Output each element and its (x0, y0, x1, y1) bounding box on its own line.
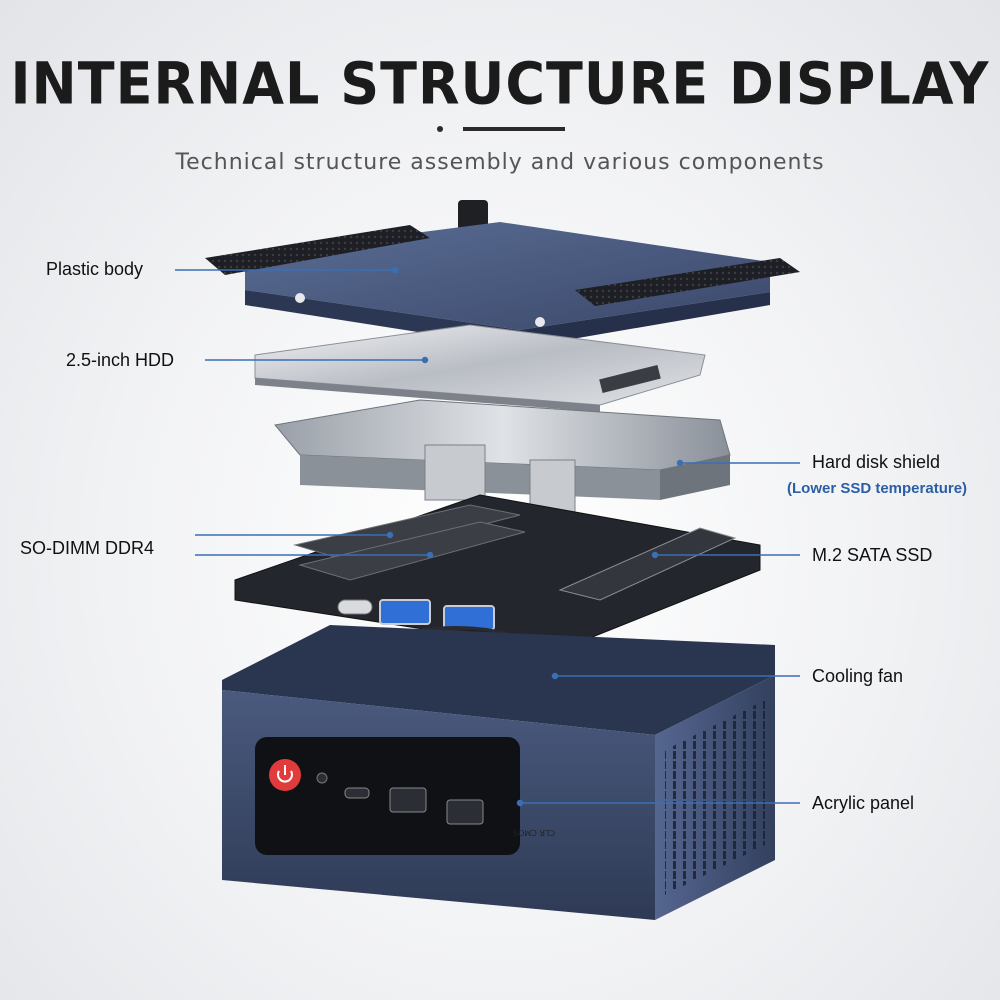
lid-right-edge (520, 292, 770, 348)
lid-top (245, 222, 770, 330)
lid-screw-hole-right (535, 317, 545, 327)
audio-jack (316, 772, 328, 784)
label-plastic-body: Plastic body (46, 259, 144, 279)
lid-screw-hole-left (295, 293, 305, 303)
divider-dot (437, 126, 443, 132)
case-part (222, 625, 775, 920)
usb-c-port (337, 599, 373, 615)
hard-disk-shield-part (274, 399, 731, 521)
label-ssd: M.2 SATA SSD (812, 545, 933, 565)
clr-cmos-marking: CLR CMOS (513, 828, 555, 837)
hdd-connector (599, 364, 661, 394)
ram-module-lower (298, 521, 526, 581)
lid-grip-right (575, 258, 800, 306)
label-hard-disk-shield: Hard disk shield (812, 452, 941, 472)
label-hdd: 2.5-inch HDD (66, 350, 175, 370)
shield-side (660, 455, 730, 500)
page-title: INTERNAL STRUCTURE DISPLAY (10, 49, 990, 118)
front-usb-c-port (344, 787, 370, 799)
leader-lines (175, 266, 800, 807)
plastic-body-part (205, 200, 800, 348)
case-side-vents (665, 700, 765, 895)
hdd-top (254, 324, 706, 406)
label-ram: SO-DIMM DDR4 (20, 538, 154, 558)
label-acrylic-panel: Acrylic panel (812, 793, 915, 813)
label-cooling-fan: Cooling fan (812, 666, 904, 686)
power-icon (277, 765, 293, 783)
lid-grip-left (205, 225, 430, 275)
page-subtitle: Technical structure assembly and various… (175, 150, 825, 175)
motherboard-part (234, 494, 761, 651)
acrylic-panel (255, 737, 520, 855)
front-usb-port-1 (389, 787, 427, 813)
label-shield-note: (Lower SSD temperature) (787, 480, 968, 497)
shield-bracket-left (424, 444, 486, 501)
hdd-edge (255, 378, 600, 412)
case-rim (222, 625, 775, 735)
divider-bar (463, 127, 565, 131)
m2-ssd-module (558, 527, 737, 601)
title-divider (437, 126, 567, 132)
usb-port-1 (379, 599, 431, 625)
front-usb-port-2 (446, 799, 484, 825)
lid-post (458, 200, 488, 232)
hdd-part (254, 324, 706, 412)
